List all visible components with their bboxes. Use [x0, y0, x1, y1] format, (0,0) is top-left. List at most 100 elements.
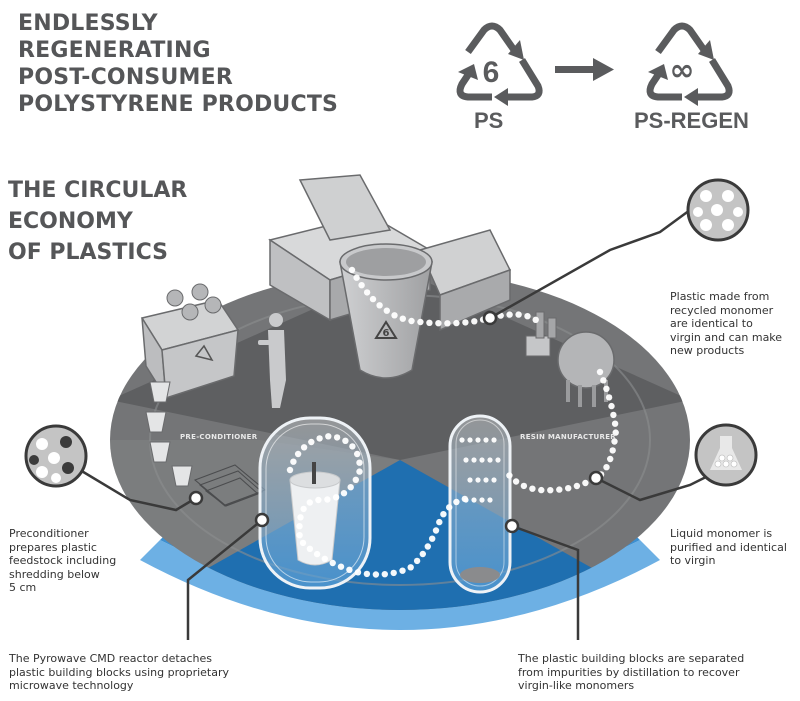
monomer-dot: [609, 447, 616, 454]
monomer-dot: [369, 295, 377, 303]
monomer-dot: [524, 313, 531, 320]
monomer-dot: [446, 504, 453, 511]
monomer-dot: [316, 435, 323, 442]
callout-line-text: feedstock including: [9, 554, 117, 567]
callout-line-text: are identical to: [670, 317, 753, 330]
monomer-dot: [453, 498, 460, 506]
callout-line-text: The Pyrowave CMD reactor detaches: [9, 652, 212, 665]
monomer-dot: [483, 437, 489, 443]
monomer-dot: [315, 496, 322, 504]
monomer-dot: [381, 571, 388, 578]
callout-line-text: Plastic made from: [670, 290, 770, 303]
monomer-dot: [582, 479, 589, 487]
monomer-dot: [463, 497, 469, 503]
ps-label: PS: [474, 108, 504, 133]
monomer-dot: [294, 450, 302, 458]
monomer-dot: [529, 485, 536, 492]
monomer-dot: [348, 266, 356, 274]
monomer-dot: [424, 543, 431, 550]
infinity-symbol: ∞: [670, 53, 695, 88]
callout-reactor: The Pyrowave CMD reactor detaches plasti…: [9, 652, 229, 693]
monomer-dot: [491, 477, 497, 483]
monomer-dot: [308, 438, 315, 446]
monomer-dot: [376, 302, 383, 309]
recycling-bin: [140, 283, 240, 400]
monomer-dot: [296, 523, 303, 530]
monomer-dot: [306, 545, 314, 552]
recycle-code-6-icon: [456, 22, 543, 106]
monomer-dot: [495, 457, 501, 463]
monomer-dot: [349, 443, 356, 450]
monomer-dot: [573, 482, 581, 490]
monomer-dot: [333, 434, 341, 441]
monomer-dot: [413, 557, 421, 565]
callout-node: [188, 490, 204, 506]
monomer-dot: [453, 319, 460, 327]
title-line: POLYSTYRENE PRODUCTS: [18, 92, 339, 117]
callout-line-text: Liquid monomer is: [670, 527, 773, 540]
monomer-dot: [391, 312, 398, 319]
molecule-lattice-icon: [686, 178, 750, 242]
monomer-dot: [467, 437, 473, 443]
foam-cup: 6: [339, 243, 433, 379]
monomer-dot: [459, 437, 465, 443]
monomer-dot: [354, 450, 361, 458]
cup-recycle-icon: [374, 320, 398, 339]
monomer-dot: [608, 402, 615, 410]
callout-line-text: plastic building blocks using proprietar…: [9, 665, 230, 679]
monomer-dot: [603, 464, 610, 471]
callout-line-text: virgin-like monomers: [518, 679, 635, 692]
callout-line-preconditioner: [79, 468, 197, 512]
callout-line-text: virgin and can make: [670, 330, 783, 344]
cup-code: 6: [383, 328, 390, 339]
monomer-dot: [332, 494, 340, 501]
monomer-dot: [556, 486, 563, 493]
monomer-dot: [321, 555, 328, 562]
monomer-dot: [487, 457, 493, 463]
monomer-dot: [565, 485, 572, 492]
monomer-dot: [363, 289, 371, 296]
monomer-dot: [352, 476, 359, 483]
monomer-dot: [353, 274, 360, 281]
monomer-dot: [611, 420, 619, 427]
monomer-dot: [329, 559, 336, 567]
monomer-dot: [372, 571, 380, 578]
monomer-dot: [419, 550, 426, 558]
title-line: ENDLESSLY: [18, 11, 158, 36]
monomer-dot: [547, 487, 554, 494]
monomer-dot: [306, 499, 313, 506]
title-line: POST-CONSUMER: [18, 65, 234, 90]
recycle-infinity-icon: [646, 22, 733, 106]
monomer-dot: [390, 569, 397, 577]
monomer-dot: [605, 394, 613, 401]
monomer-dot: [475, 477, 481, 483]
monomer-dot: [479, 497, 485, 503]
monomer-dot: [340, 490, 348, 497]
bin-recycle-icon: [194, 344, 214, 362]
callout-line-text: The plastic building blocks are separate…: [518, 652, 745, 665]
monomer-dot: [436, 518, 443, 526]
monomer-dot: [358, 282, 365, 289]
monomer-dot: [471, 497, 477, 503]
callout-line-monomer: [595, 473, 711, 502]
right-arrow-icon: [555, 58, 614, 81]
callout-line-distillation: [511, 524, 580, 640]
mixed-molecule-icon: [24, 424, 88, 488]
monomer-dot: [612, 429, 619, 436]
monomer-dot: [383, 307, 390, 314]
callout-line-text: 5 cm: [9, 581, 37, 594]
monomer-dot: [300, 505, 307, 513]
callout-line-text: from impurities by distillation to recov…: [518, 665, 740, 679]
monomer-dot: [483, 477, 489, 483]
section-title: THE CIRCULAR ECONOMY OF PLASTICS: [8, 175, 187, 268]
monomer-dot: [347, 484, 354, 491]
subtitle-line: OF PLASTICS: [8, 240, 168, 265]
monomer-dot: [417, 318, 424, 326]
monomer-dot: [296, 532, 303, 539]
callout-line-text: purified and identical: [670, 540, 787, 554]
callout-line-text: prepares plastic: [9, 540, 97, 554]
monomer-dot: [596, 368, 604, 376]
subtitle-line: THE CIRCULAR: [8, 178, 188, 203]
callout-node: [482, 310, 498, 326]
